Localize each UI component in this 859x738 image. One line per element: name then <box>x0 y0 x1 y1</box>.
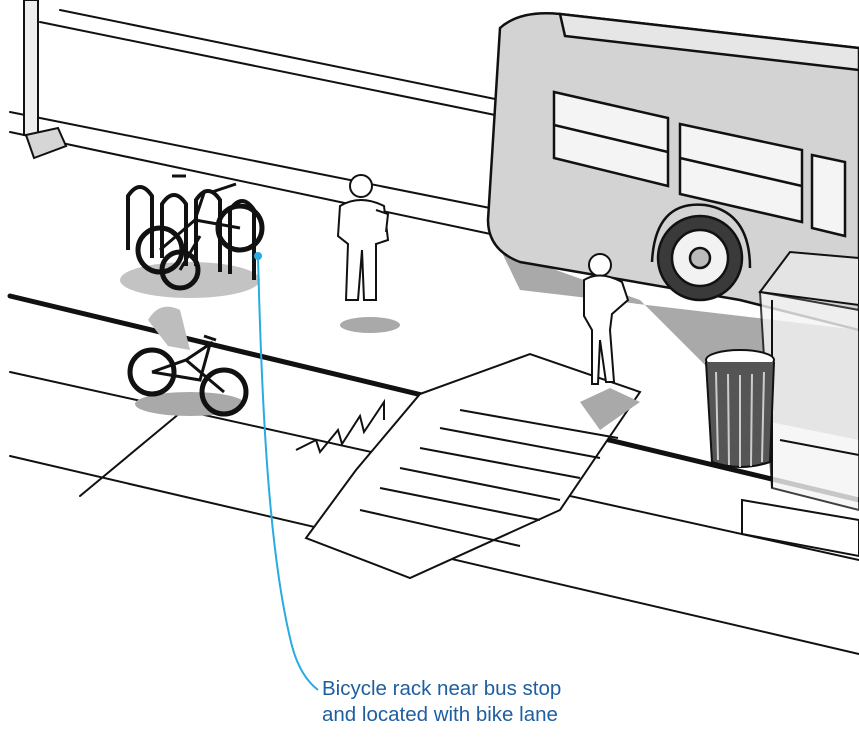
trash-can <box>705 349 775 468</box>
callout-label: Bicycle rack near bus stop and located w… <box>322 676 652 728</box>
woman-figure <box>580 253 640 430</box>
bicycle-rack <box>120 174 265 298</box>
cyclist <box>127 306 249 417</box>
callout-leader <box>254 252 319 691</box>
man-figure <box>336 174 400 333</box>
lamp-post <box>23 0 68 160</box>
crosswalk <box>295 352 642 580</box>
callout-line-1: Bicycle rack near bus stop <box>322 677 562 700</box>
bus-shelter <box>741 250 859 558</box>
callout-line-2: and located with bike lane <box>322 703 558 726</box>
